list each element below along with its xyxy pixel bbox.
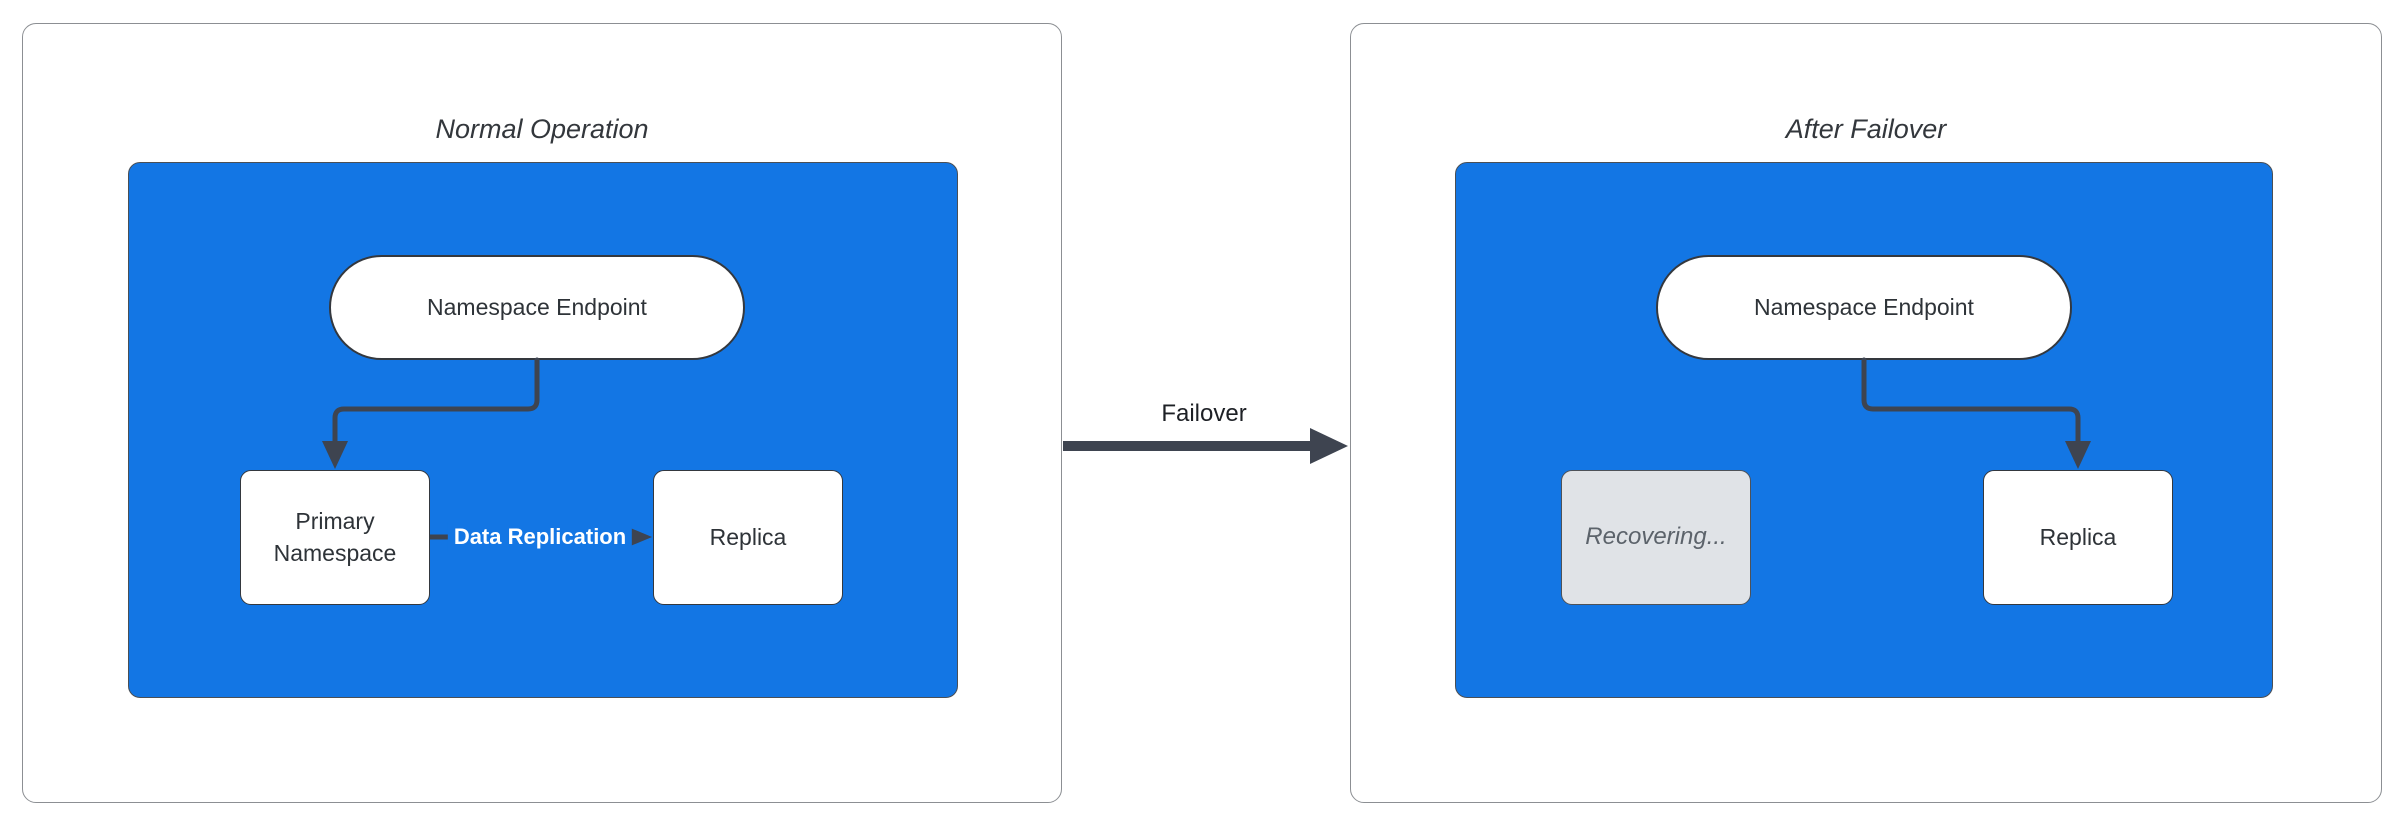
after-failover-title: After Failover [1785, 114, 1947, 144]
arrowhead-right-large [1310, 428, 1348, 464]
replica-label-left: Replica [709, 523, 787, 550]
primary-namespace-label: Primary Namespace [273, 508, 397, 566]
primary-namespace-node: Primary Namespace [240, 470, 430, 605]
data-replication-label: Data Replication [447, 522, 633, 552]
normal-operation-title: Normal Operation [435, 114, 649, 144]
namespace-endpoint-node-right: Namespace Endpoint [1656, 255, 2072, 360]
recovering-node: Recovering... [1561, 470, 1751, 605]
failover-label: Failover [1161, 400, 1247, 427]
replica-label-right: Replica [2039, 523, 2117, 550]
after-failover-cluster [1455, 162, 2273, 698]
normal-operation-cluster [128, 162, 958, 698]
namespace-endpoint-label-left: Namespace Endpoint [427, 294, 647, 320]
namespace-endpoint-label-right: Namespace Endpoint [1754, 294, 1974, 320]
replica-node-right: Replica [1983, 470, 2173, 605]
failover-arrow [1063, 428, 1348, 464]
namespace-endpoint-node-left: Namespace Endpoint [329, 255, 745, 360]
recovering-label: Recovering... [1585, 523, 1727, 551]
replica-node-left: Replica [653, 470, 843, 605]
